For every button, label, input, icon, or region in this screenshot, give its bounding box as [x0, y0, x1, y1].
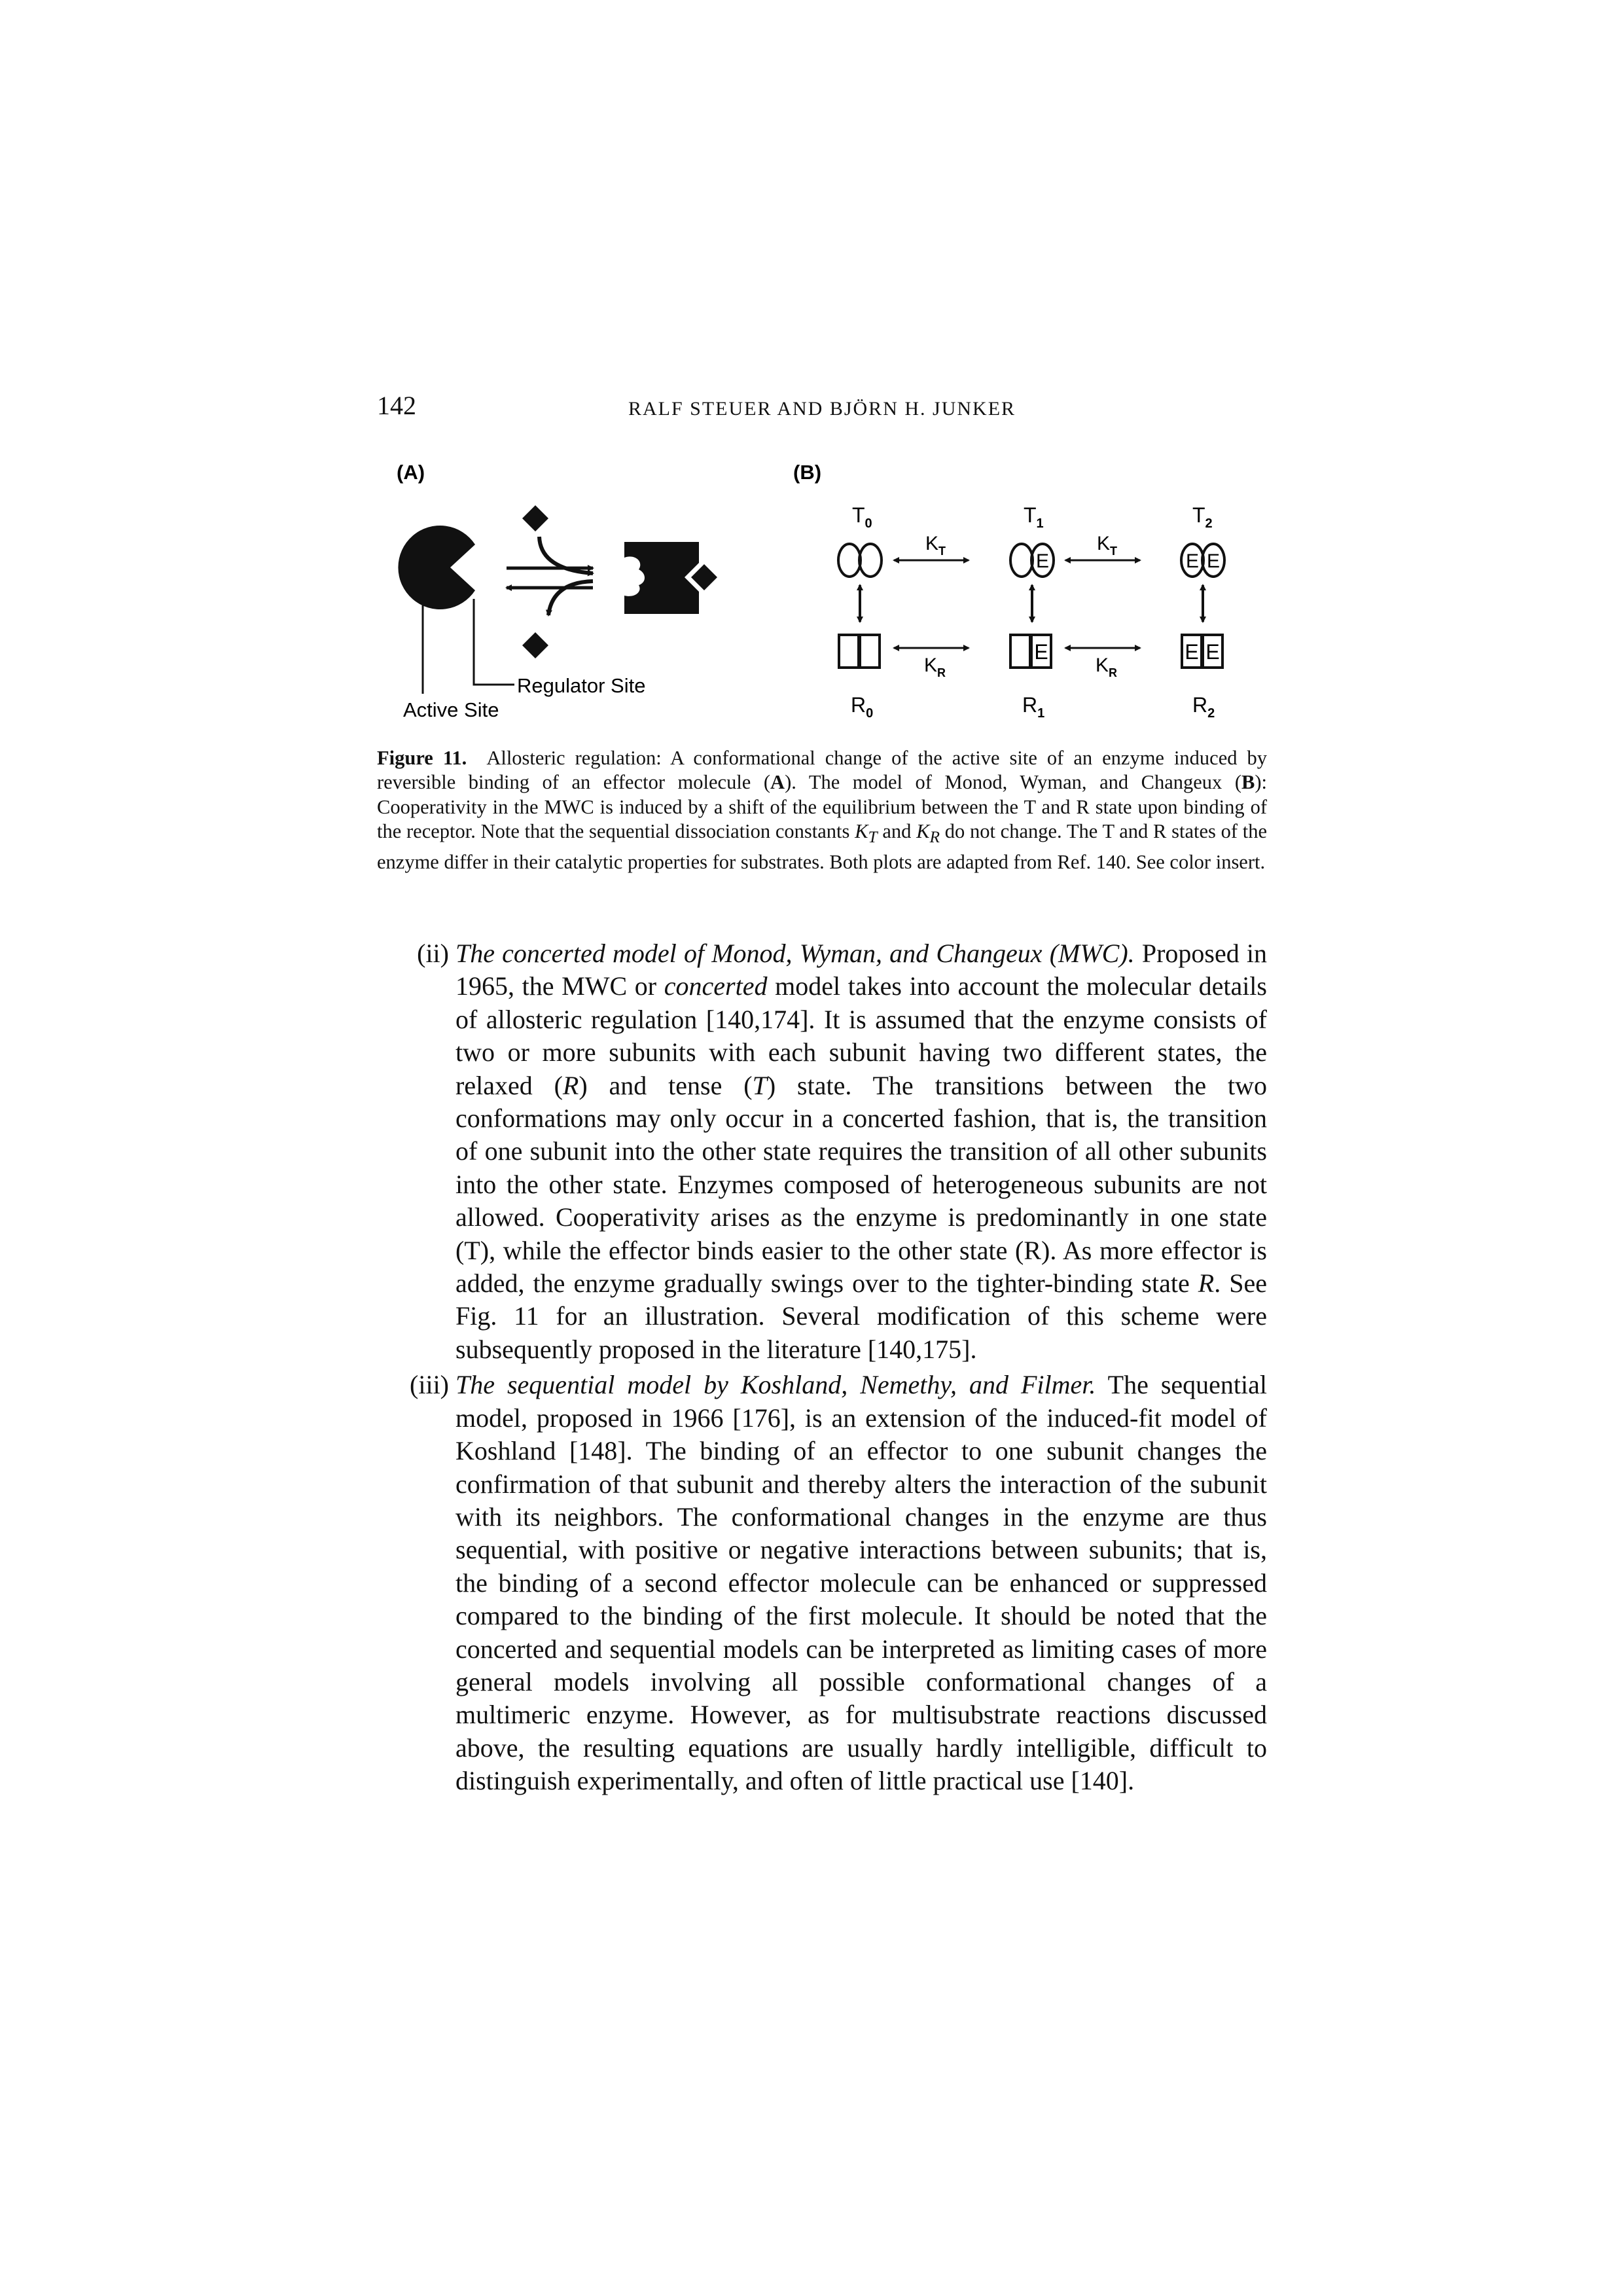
list-item-emphasis: R [562, 1070, 579, 1100]
list-item-mwc: (ii)The concerted model of Monod, Wyman,… [377, 937, 1267, 1366]
caption-text-3: ): Cooperativity in the MWC is induced b… [377, 771, 1267, 843]
model-list: (ii)The concerted model of Monod, Wyman,… [377, 937, 1267, 1801]
regulator-site-label: Regulator Site [517, 674, 645, 697]
binding-arrow-forward [537, 536, 594, 577]
t0-enzyme [837, 543, 883, 578]
running-head: RALF STEUER AND BJÖRN H. JUNKER [628, 398, 1016, 420]
caption-kt-sub: T [868, 828, 878, 847]
panel-a-label: (A) [397, 461, 425, 484]
t0-label: T0 [852, 503, 872, 531]
r2-effector-1: E [1185, 640, 1198, 664]
caption-kr: K [916, 820, 930, 843]
r2-label: R2 [1192, 693, 1215, 721]
t1-effector: E [1036, 550, 1049, 572]
kt-label-2: KT [1097, 533, 1117, 558]
page-number: 142 [377, 391, 416, 420]
active-site-label: Active Site [403, 698, 499, 721]
effector-diamond-bottom [522, 632, 548, 658]
r1-enzyme [1009, 634, 1052, 669]
t1-enzyme [1009, 543, 1055, 578]
panel-b-label: (B) [793, 461, 821, 484]
figure-caption: Figure 11. Allosteric regulation: A conf… [377, 746, 1267, 874]
list-item-text: ) state. The transitions between the two… [455, 1070, 1267, 1299]
list-item-number: (ii) [417, 939, 449, 968]
regulator-site-pointer [473, 599, 514, 686]
kr-label-1: KR [924, 655, 946, 679]
bound-effector-diamond [691, 564, 717, 590]
list-item-title: The sequential model by Koshland, Nemeth… [455, 1370, 1096, 1400]
caption-kr-sub: R [929, 828, 940, 847]
figure-11: (A) Active Site Regulator Site (B) T0 [377, 452, 1293, 746]
list-item-text: model takes into account the molecular d… [455, 971, 1267, 1100]
kr-label-2: KR [1096, 655, 1117, 679]
r0-label: R0 [851, 693, 873, 721]
list-item-text: ) and tense ( [579, 1070, 753, 1100]
panel-a: (A) Active Site Regulator Site [397, 461, 717, 721]
list-item-emphasis: T [752, 1070, 767, 1100]
effector-diamond-top [522, 505, 548, 531]
list-item-emphasis: concerted [664, 971, 768, 1001]
list-item-text: The sequential model, proposed in 1966 [… [455, 1370, 1268, 1796]
page-header: 142 RALF STEUER AND BJÖRN H. JUNKER [377, 390, 1267, 429]
t1-label: T1 [1024, 503, 1044, 531]
panel-b: (B) T0 T1 T2 E E E [793, 461, 1226, 721]
r0-enzyme [838, 634, 881, 669]
r1-effector: E [1034, 640, 1048, 664]
caption-label: Figure 11. [377, 747, 467, 769]
t2-label: T2 [1192, 503, 1213, 531]
list-item-number: (iii) [410, 1370, 449, 1400]
t2-effector-2: E [1207, 550, 1220, 572]
list-item-text: . See Fig. 11 for an illustration. Sever… [455, 1268, 1267, 1364]
r2-enzyme [1181, 634, 1224, 669]
caption-text-2: ). The model of Monod, Wyman, and Change… [785, 771, 1242, 794]
kt-label-1: KT [925, 533, 946, 558]
enzyme-active-shape [624, 542, 699, 614]
t2-effector-1: E [1186, 550, 1199, 572]
r2-effector-2: E [1205, 640, 1219, 664]
caption-text-4: and [877, 820, 917, 843]
list-item-sequential: (iii)The sequential model by Koshland, N… [377, 1369, 1267, 1797]
caption-ref-a: A [770, 771, 785, 794]
list-item-text: Proposed in 1965, the MWC or [455, 939, 1268, 1001]
caption-kt: K [855, 820, 868, 843]
active-site-pointer [421, 581, 442, 694]
caption-text-5: do not change. The T and R states of the… [377, 820, 1267, 873]
figure-11-diagram: (A) Active Site Regulator Site (B) T0 [397, 461, 1226, 721]
t2-enzyme [1180, 543, 1226, 578]
enzyme-inactive-shape [398, 526, 475, 609]
list-item-title: The concerted model of Monod, Wyman, and… [455, 939, 1135, 968]
caption-ref-b: B [1241, 771, 1255, 794]
caption-text-1: Allosteric regulation: A conformational … [377, 747, 1268, 794]
list-item-emphasis: R [1198, 1268, 1215, 1299]
r1-label: R1 [1022, 693, 1044, 721]
binding-arrow-back [545, 579, 594, 617]
